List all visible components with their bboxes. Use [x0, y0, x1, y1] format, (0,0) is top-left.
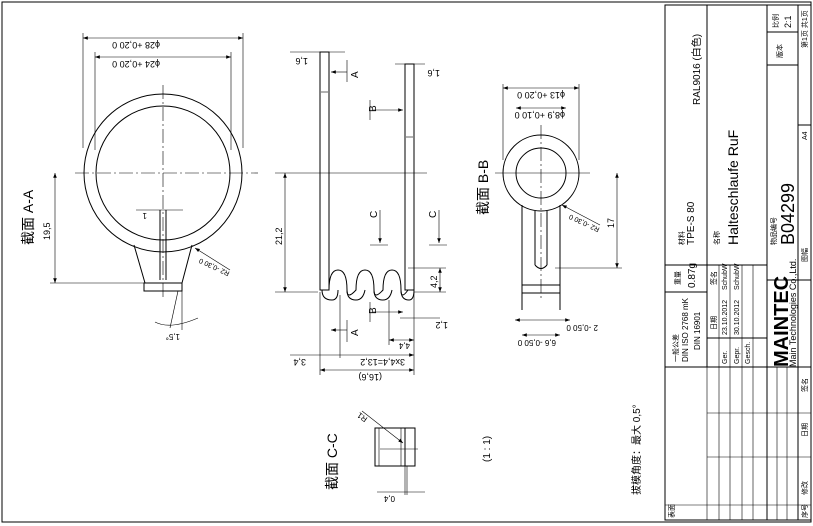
approval-row-3: Gesch. [745, 342, 752, 364]
version-label: 版本 [775, 44, 784, 58]
dim-angle: 1,5° [166, 332, 180, 341]
dim-top-right: 1,6 [427, 68, 440, 78]
section-aa-view: ϕ28 +0,20 0 ϕ24 +0,20 0 19,5 截面 A-A 1 R2… [20, 33, 258, 341]
date-label: 日期 [710, 316, 718, 330]
dim-inner-diameter: ϕ8,9 +0,10 0 [515, 110, 565, 120]
dim-total: (16,6) [358, 372, 382, 382]
section-aa-label: 截面 A-A [20, 189, 36, 245]
color-value: RAL9016 (白色) [690, 34, 703, 105]
approval-row-2: SchubW 30.10.2012 Gepr. [734, 263, 741, 364]
section-bb-view: ϕ13 +0,20 0 ϕ8,9 +0,10 0 17 R2 -0,30 0 2… [475, 84, 622, 347]
dim-inner-diameter: ϕ24 +0,20 0 [112, 59, 160, 69]
marker-c-left: C [369, 211, 380, 218]
svg-text:Ger.: Ger. [722, 351, 729, 364]
dim-width: 6,6 -0,50 0 [517, 338, 556, 347]
surface-label: 表面 [667, 504, 676, 518]
side-view: 21,2 4,2 1,6 1,6 A B C C B A 1,2 4,4 3,4… [274, 51, 448, 382]
tolerance-2: DIN 16901 [693, 311, 702, 350]
scale-label: 比例 [771, 14, 780, 28]
svg-text:Gesch.: Gesch. [745, 342, 752, 364]
marker-c-right: C [428, 211, 439, 218]
draft-angle-note: 拔模角度：最大 0,5° [630, 404, 643, 495]
section-cc-label: 截面 C-C [324, 433, 340, 490]
svg-text:SchubW: SchubW [722, 263, 729, 290]
dim-pitch-total: 3x4,4=13,2 [360, 357, 405, 367]
svg-text:SchubW: SchubW [734, 263, 741, 290]
approval-row-1: SchubW 23.10.2012 Ger. [722, 263, 729, 364]
dim-height: 17 [606, 218, 616, 228]
part-number-label: 物品编号 [769, 217, 778, 245]
scale-value: 2:1 [783, 15, 793, 28]
sheet-info: 第1页 共1页 [800, 10, 809, 48]
marker-a-top: A [350, 71, 361, 78]
format-label: 图幅 [800, 248, 809, 262]
sign-label: 签名 [709, 271, 718, 285]
dim-radius: R2 -0,30 0 [568, 212, 601, 232]
company-logo: MAINTEC [771, 276, 793, 367]
svg-text:Gepr.: Gepr. [734, 347, 741, 364]
hatch [143, 282, 183, 292]
dim-radius: R2 -0,30 0 [198, 256, 231, 276]
revision-change-label: 修改 [800, 481, 809, 495]
dim-radius: R1 [355, 410, 369, 424]
revision-no-label: 序号 [800, 504, 809, 518]
dim-outer-diameter: ϕ13 +0,20 0 [517, 90, 565, 100]
neck [133, 244, 193, 284]
section-cc-view: R1 0,4 截面 C-C (1 : 1) 拔模角度：最大 0,5° [324, 404, 643, 503]
dim-height: 19,5 [42, 222, 52, 240]
dim-left: 3,4 [293, 357, 306, 367]
revision-sign-label: 签名 [800, 378, 809, 392]
marker-b-top: B [368, 105, 379, 112]
slot [159, 210, 167, 280]
wave [328, 269, 409, 296]
marker-b-bottom: B [368, 307, 379, 314]
dim-outer-diameter: ϕ28 +0,20 0 [112, 40, 160, 50]
dim-top-left: 1,6 [295, 56, 308, 66]
weight-value: 0.87g [687, 263, 698, 288]
dim-pitch: 4,4 [398, 341, 410, 350]
tolerance-1: DIN ISO 2768 mK [681, 297, 690, 362]
part-name: Halteschlaufe RuF [725, 130, 741, 245]
company-name: Main Technologies Co.,Ltd. [788, 259, 798, 367]
name-label: 名称 [712, 231, 721, 245]
revision-date-label: 日期 [801, 423, 809, 437]
part-number: B04299 [778, 183, 798, 245]
dim-slot: 2 -0,50 0 [566, 323, 598, 332]
weight-label: 重量 [674, 271, 682, 285]
svg-text:23.10.2012: 23.10.2012 [722, 300, 729, 335]
dim-height: 21,2 [274, 227, 284, 245]
section-bb-label: 截面 B-B [475, 160, 491, 215]
material-value: TPE-S 80 [686, 201, 697, 245]
material-label: 材料 [677, 231, 686, 245]
marker-a-bottom: A [350, 329, 361, 336]
dim-wave: 4,2 [429, 275, 439, 288]
svg-text:30.10.2012: 30.10.2012 [734, 300, 741, 335]
tolerance-label: 一般公差 [671, 334, 680, 362]
dim-thickness: 0,4 [383, 494, 395, 503]
format-value: A4 [802, 131, 809, 140]
scale-note: (1 : 1) [482, 436, 493, 462]
dim-bottom-right: 1,2 [435, 320, 448, 330]
dim-slot: 1 [142, 211, 147, 220]
title-block: 材料 TPE-S 80 RAL9016 (白色) 名称 Halteschlauf… [664, 4, 812, 521]
